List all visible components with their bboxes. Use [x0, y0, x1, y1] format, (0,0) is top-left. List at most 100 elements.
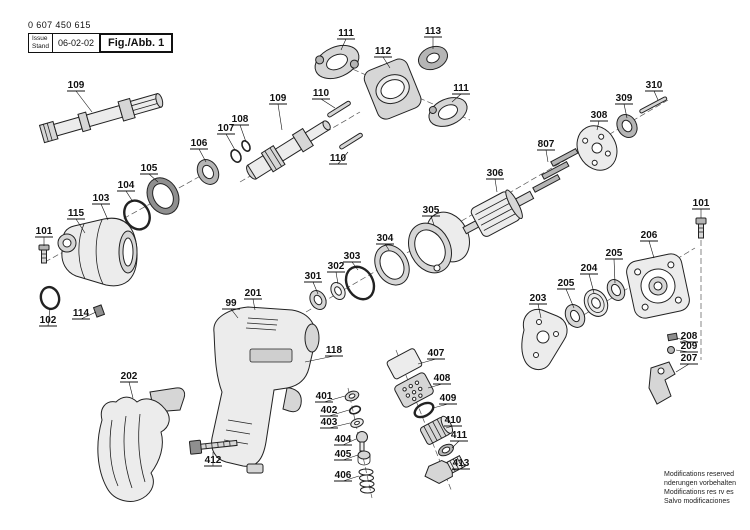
part-label-807: 807 — [538, 139, 555, 150]
part-310-pin — [639, 96, 668, 114]
issue-label-bottom: Stand — [32, 43, 49, 50]
part-label-114: 114 — [73, 308, 90, 319]
part-label-102: 102 — [40, 315, 57, 326]
part-306-rotor — [462, 189, 535, 237]
part-label-204: 204 — [581, 263, 598, 274]
part-label-410: 410 — [445, 415, 462, 426]
issue-cells: Issue Stand 06-02-02 — [28, 33, 101, 53]
part-label-409: 409 — [440, 393, 457, 404]
part-111-hammer — [314, 44, 360, 80]
part-203-gasket — [521, 308, 568, 370]
part-113-washer — [417, 45, 449, 71]
figure-label: Fig./Abb. 1 — [99, 33, 174, 53]
part-label-309: 309 — [616, 93, 633, 104]
part-label-103: 103 — [93, 193, 110, 204]
part-label-404: 404 — [335, 434, 352, 445]
part-205-bearing — [564, 304, 586, 328]
part-label-109: 109 — [270, 93, 287, 104]
part-label-305: 305 — [423, 205, 440, 216]
part-107-o-ring — [230, 149, 242, 163]
part-401-ring — [344, 390, 360, 402]
part-404-valve-stem — [356, 431, 368, 452]
part-labels: 1091111121131101091111081071061103103093… — [35, 26, 710, 482]
part-label-112: 112 — [375, 46, 392, 57]
part-304-end-plate — [374, 244, 410, 286]
part-807-rotor-blades — [532, 147, 579, 193]
part-label-110: 110 — [330, 153, 347, 164]
part-label-301: 301 — [305, 271, 322, 282]
part-101-screw — [695, 217, 707, 239]
part-303-o-ring — [344, 265, 376, 301]
part-label-101: 101 — [693, 198, 710, 209]
part-label-205: 205 — [558, 278, 575, 289]
part-114-pin — [92, 304, 106, 318]
part-110-pin — [327, 100, 351, 118]
part-409-o-ring — [413, 401, 435, 419]
part-109-camshaft — [246, 120, 331, 180]
part-205-ring — [606, 279, 626, 301]
part-label-308: 308 — [591, 110, 608, 121]
part-label-411: 411 — [451, 430, 468, 441]
part-302-washer — [330, 281, 346, 301]
part-label-99: 99 — [225, 298, 237, 309]
part-label-203: 203 — [530, 293, 547, 304]
part-label-110: 110 — [313, 88, 330, 99]
part-label-206: 206 — [641, 230, 658, 241]
issue-row: Issue Stand 06-02-02 Fig./Abb. 1 — [28, 33, 174, 53]
part-label-304: 304 — [377, 233, 394, 244]
part-label-101: 101 — [36, 226, 53, 237]
part-101-screw — [38, 244, 50, 264]
part-label-106: 106 — [191, 138, 208, 149]
part-412-screw — [188, 439, 238, 455]
part-105-sleeve — [146, 177, 180, 215]
part-402-o-ring — [348, 405, 362, 415]
part-407-gasket — [386, 348, 423, 380]
part-206-rear-cover — [626, 253, 690, 319]
part-label-104: 104 — [118, 180, 135, 191]
part-301-bearing — [309, 289, 327, 311]
part-202-grip — [97, 387, 186, 502]
part-label-207: 207 — [681, 353, 698, 364]
part-111-hammer — [428, 97, 468, 127]
document-number: 0 607 450 615 — [28, 20, 91, 30]
part-405-valve-cup — [357, 450, 371, 466]
part-label-401: 401 — [316, 391, 333, 402]
part-104-o-ring — [123, 199, 151, 231]
part-label-115: 115 — [68, 208, 85, 219]
part-label-109: 109 — [68, 80, 85, 91]
part-label-412: 412 — [205, 455, 222, 466]
note-line: Modifications res rv es — [663, 489, 734, 496]
part-109-output-shaft — [38, 93, 164, 144]
part-102-o-ring — [39, 285, 61, 311]
part-label-209: 209 — [681, 341, 698, 352]
part-label-202: 202 — [121, 371, 138, 382]
part-209 — [667, 346, 675, 354]
part-label-201: 201 — [245, 288, 262, 299]
part-108-ring — [241, 140, 251, 152]
part-label-208: 208 — [681, 331, 698, 342]
part-label-402: 402 — [321, 405, 338, 416]
part-label-113: 113 — [425, 26, 442, 37]
part-207-clip — [648, 361, 676, 405]
part-label-303: 303 — [344, 251, 361, 262]
part-label-310: 310 — [646, 80, 663, 91]
part-411-ring — [438, 443, 454, 457]
part-label-408: 408 — [434, 373, 451, 384]
issue-label: Issue Stand — [29, 34, 53, 52]
part-label-407: 407 — [428, 348, 445, 359]
part-403-washer — [350, 418, 364, 428]
part-label-403: 403 — [321, 417, 338, 428]
issue-date: 06-02-02 — [58, 38, 95, 48]
part-110-pin — [339, 132, 363, 150]
part-305-cylinder — [408, 211, 470, 274]
part-label-111: 111 — [338, 28, 354, 39]
part-408-strainer-plate — [394, 372, 434, 408]
part-label-118: 118 — [326, 345, 343, 356]
part-201-motor-housing — [211, 306, 320, 474]
part-103-hammer-case — [57, 217, 138, 287]
modifications-note: Modifications reserved nderungen vorbeha… — [664, 470, 736, 506]
part-label-105: 105 — [141, 163, 158, 174]
issue-label-top: Issue — [32, 35, 48, 42]
part-406-spring — [358, 468, 375, 494]
